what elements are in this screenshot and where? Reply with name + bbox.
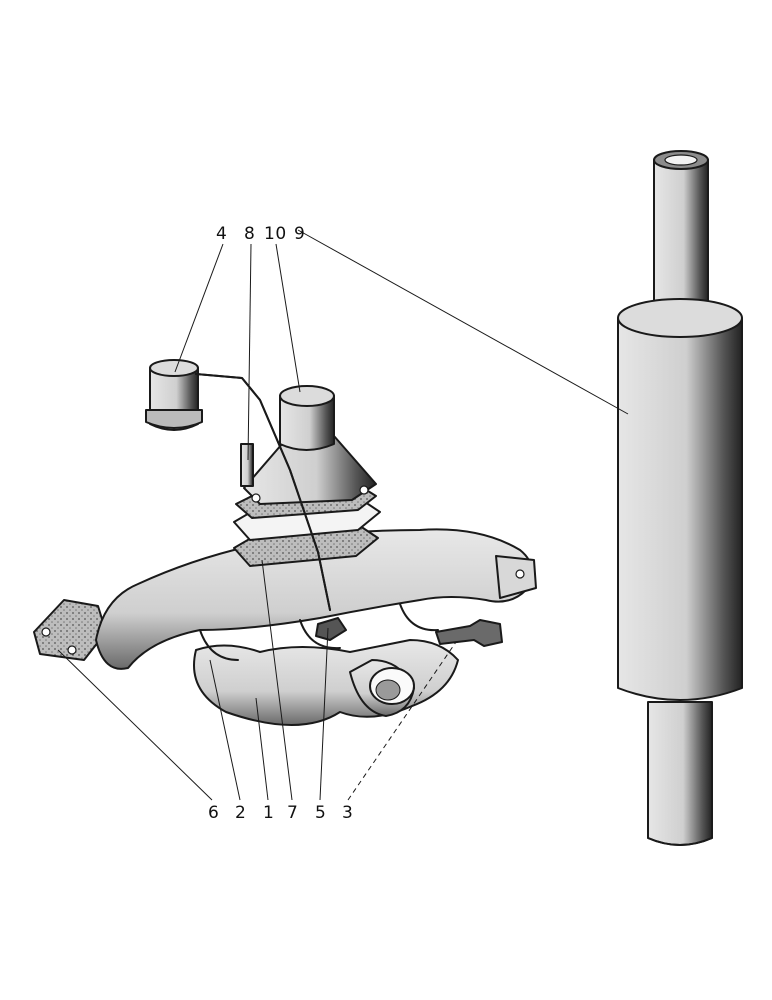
callout-7: 7	[287, 803, 298, 823]
callout-10: 10	[264, 224, 287, 244]
callouts-top: 4 8 10 9	[216, 224, 305, 244]
callout-1: 1	[263, 803, 274, 823]
stud	[240, 443, 254, 487]
callout-4: 4	[216, 224, 227, 244]
heat-control-flap	[435, 619, 503, 647]
callout-6: 6	[208, 803, 219, 823]
silencer	[617, 150, 743, 846]
exhaust-pipe-adaptor	[243, 385, 377, 505]
callouts-bottom: 6 2 1 7 5 3	[208, 803, 353, 823]
callout-8: 8	[244, 224, 255, 244]
pipe-union-nut	[315, 617, 347, 641]
manifold-assembly	[33, 359, 537, 726]
callout-9: 9	[294, 224, 305, 244]
callout-3: 3	[342, 803, 353, 823]
leader-lines	[57, 229, 629, 801]
exhaust-manifold	[193, 639, 459, 726]
callout-2: 2	[235, 803, 246, 823]
vacuum-pipe-union	[145, 359, 331, 611]
callout-5: 5	[315, 803, 326, 823]
